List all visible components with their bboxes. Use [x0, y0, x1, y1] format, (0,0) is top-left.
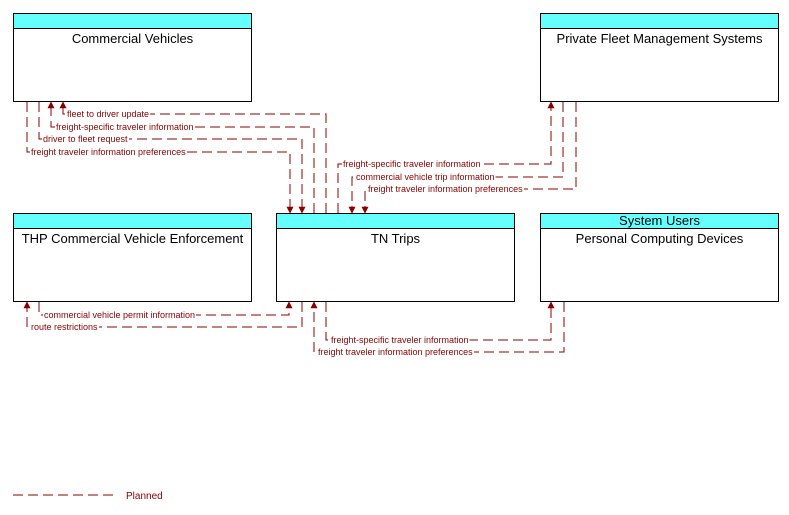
thp-enforcement-header	[14, 214, 251, 229]
flow-label-cv-freight-specific: freight-specific traveler information	[56, 122, 194, 132]
flow-label-backing	[30, 147, 188, 157]
flow-label-backing	[55, 122, 195, 132]
personal-devices-box[interactable]: System Users Personal Computing Devices	[540, 213, 779, 302]
flow-label-thp-permit: commercial vehicle permit information	[44, 310, 195, 320]
flow-line-pf-trip-info	[348, 102, 564, 214]
flow-label-pcd-freight-prefs: freight traveler information preferences	[318, 347, 473, 357]
flow-label-pcd-freight-specific: freight-specific traveler information	[331, 335, 469, 345]
flow-label-backing	[43, 310, 197, 320]
flow-line-fleet-to-driver-update	[59, 101, 327, 213]
personal-devices-header: System Users	[541, 214, 778, 229]
thp-enforcement-title: THP Commercial Vehicle Enforcement	[21, 231, 244, 246]
flow-label-fleet-to-driver-update: fleet to driver update	[67, 109, 149, 119]
flow-label-backing	[30, 322, 100, 332]
flow-label-backing	[317, 347, 475, 357]
flow-label-cv-freight-prefs: freight traveler information preferences	[31, 147, 186, 157]
flow-label-thp-route: route restrictions	[31, 322, 98, 332]
flow-label-pf-trip-info: commercial vehicle trip information	[356, 172, 495, 182]
legend-planned-label: Planned	[126, 491, 163, 502]
flow-label-backing	[330, 335, 470, 345]
flow-label-backing	[66, 109, 151, 119]
tn-trips-box[interactable]: TN Trips	[276, 213, 515, 302]
flow-label-pf-freight-prefs: freight traveler information preferences	[368, 184, 523, 194]
flow-label-backing	[342, 159, 482, 169]
thp-enforcement-box[interactable]: THP Commercial Vehicle Enforcement	[13, 213, 252, 302]
flow-line-driver-to-fleet-request	[38, 102, 306, 214]
commercial-vehicles-box[interactable]: Commercial Vehicles	[13, 13, 252, 102]
private-fleet-header	[541, 14, 778, 29]
flow-label-backing	[355, 172, 496, 182]
flow-label-backing	[367, 184, 525, 194]
flow-line-pf-freight-specific	[337, 101, 555, 213]
tn-trips-header	[277, 214, 514, 229]
flow-label-driver-to-fleet-request: driver to fleet request	[43, 134, 128, 144]
private-fleet-title: Private Fleet Management Systems	[556, 31, 763, 46]
commercial-vehicles-header	[14, 14, 251, 29]
commercial-vehicles-title: Commercial Vehicles	[71, 31, 194, 46]
personal-devices-title: Personal Computing Devices	[575, 231, 744, 246]
flow-label-backing	[42, 134, 130, 144]
private-fleet-box[interactable]: Private Fleet Management Systems	[540, 13, 779, 102]
flow-label-pf-freight-specific: freight-specific traveler information	[343, 159, 481, 169]
flow-line-pf-freight-prefs	[361, 102, 577, 214]
tn-trips-title: TN Trips	[370, 231, 421, 246]
